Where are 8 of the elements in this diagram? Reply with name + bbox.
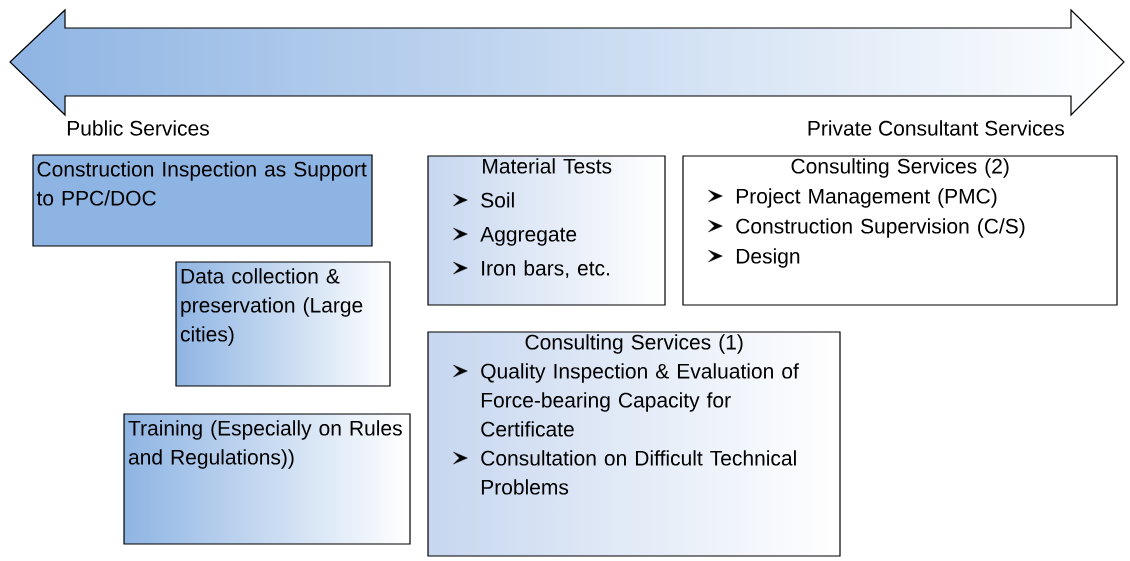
scale-label: Private Consultant Services — [808, 120, 1064, 136]
service-box: Training (Especially on Rules and Regulations)) — [123, 413, 411, 545]
service-box: Consulting Services (1) Quality Inspection & Evaluation of Force-bearing Capacity for Certificate Consultation on Difficult Technical Problems — [427, 331, 841, 557]
service-box: Construction Inspection as Support to PPC/DOC — [32, 154, 373, 247]
service-box: Material Tests Soil Aggregate Iron bars, etc. — [427, 155, 666, 306]
service-box: Consulting Services (2) Project Management (PMC) Construction Supervision (C/S) Design — [682, 155, 1118, 306]
scale-label: Public Services — [67, 120, 209, 136]
service-box: Data collection & preservation (Large cities) — [175, 261, 391, 387]
